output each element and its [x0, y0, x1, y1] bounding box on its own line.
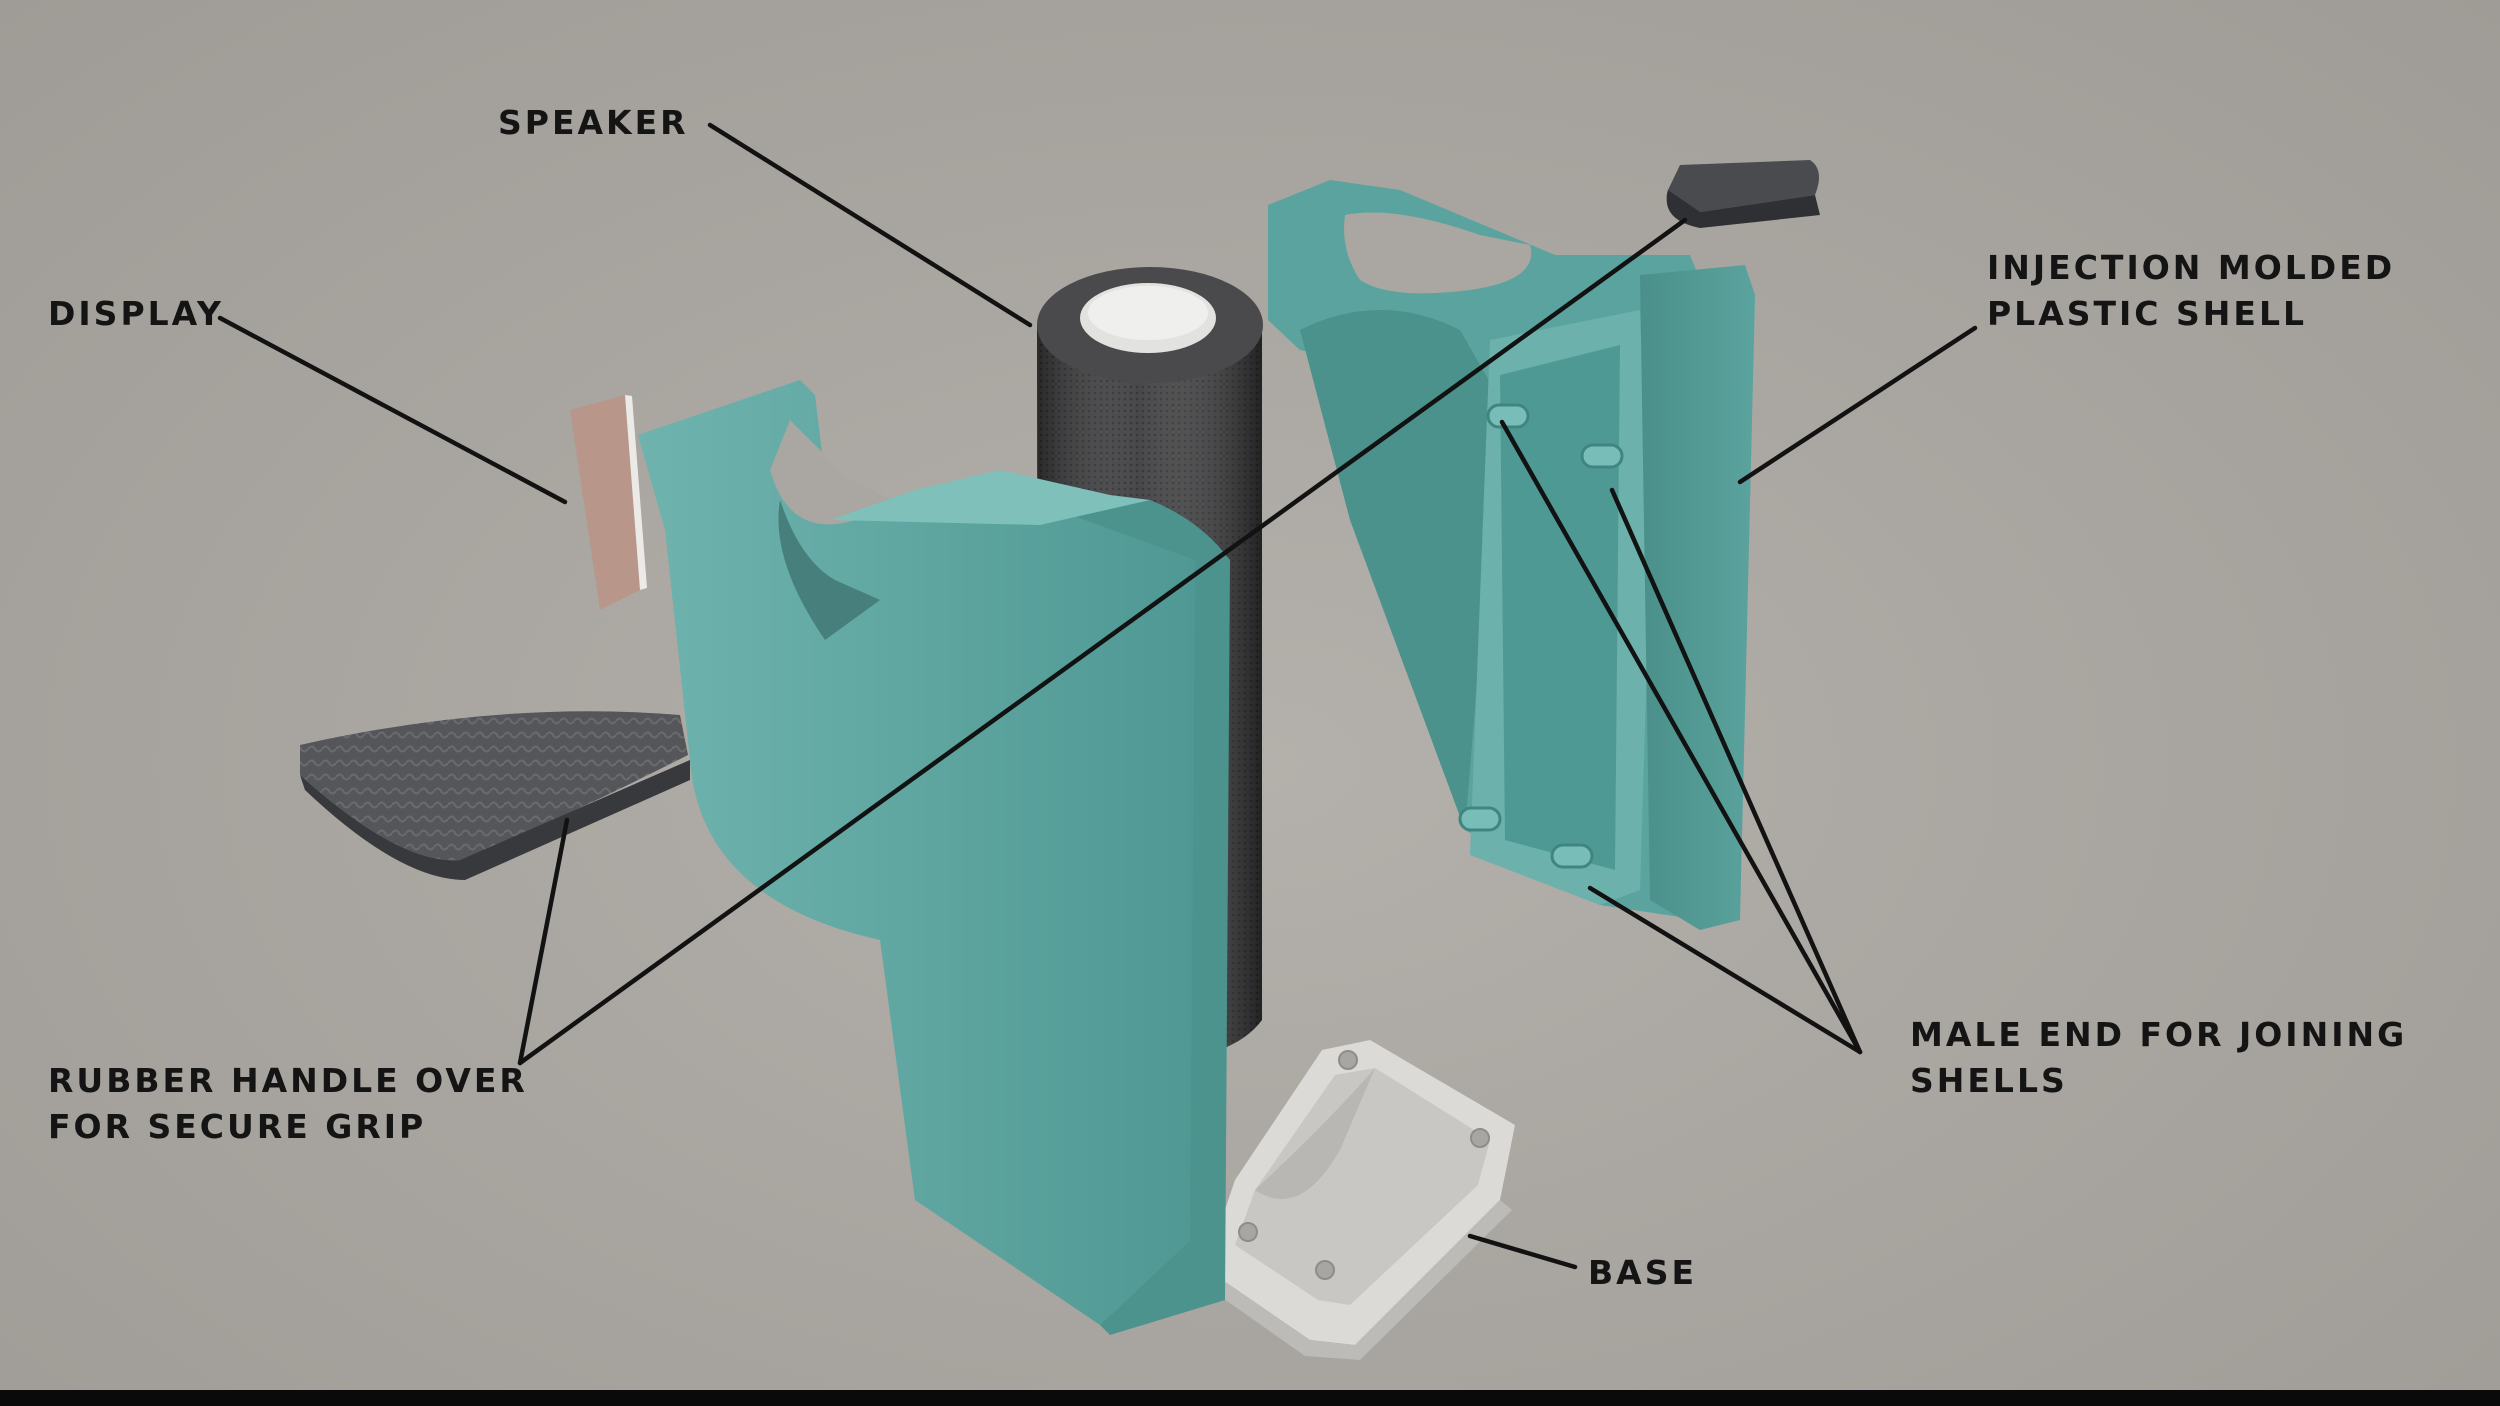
- label-speaker-text: SPEAKER: [498, 103, 689, 142]
- male-end-pins: [1458, 403, 1624, 869]
- back-plastic-shell: [1268, 180, 1755, 930]
- leader-line-display: [217, 315, 568, 505]
- leader-lines: [217, 122, 1978, 1270]
- front-plastic-shell: [638, 380, 1230, 1335]
- bottom-letterbox-bar: [0, 1390, 2500, 1406]
- leader-line-shell: [1737, 325, 1978, 485]
- base-part: [1200, 1040, 1515, 1360]
- screw-hole: [1338, 1050, 1358, 1070]
- label-base-text: BASE: [1588, 1253, 1698, 1292]
- label-display: DISPLAY: [48, 291, 224, 337]
- front-shell-wall: [638, 380, 1200, 1325]
- label-shell: INJECTION MOLDED PLASTIC SHELL: [1987, 245, 2395, 337]
- back-shell-side: [1640, 265, 1755, 930]
- label-shell-line1: INJECTION MOLDED: [1987, 248, 2396, 287]
- leader-line-male-end-1: [1499, 419, 1863, 1055]
- base-inner: [1235, 1068, 1490, 1305]
- back-shell-cutout: [1344, 212, 1532, 294]
- leader-line-male-end-3: [1587, 885, 1863, 1055]
- screw-hole: [1315, 1260, 1335, 1280]
- label-male-end-line2: SHELLS: [1910, 1061, 2068, 1100]
- leader-line-rubber-handle-2: [517, 217, 1688, 1066]
- label-rubber-handle-line1: RUBBER HANDLE OVER: [48, 1061, 528, 1100]
- display-panel: [570, 395, 647, 610]
- back-shell-inner-wall: [1300, 310, 1500, 830]
- label-shell-line2: PLASTIC SHELL: [1987, 294, 2307, 333]
- label-rubber-handle: RUBBER HANDLE OVER FOR SECURE GRIP: [48, 1058, 528, 1150]
- male-end-pin: [1486, 403, 1530, 429]
- label-speaker: SPEAKER: [498, 100, 689, 146]
- rubber-handle-pad: [300, 711, 690, 880]
- male-end-pin: [1580, 443, 1624, 469]
- male-end-pin: [1550, 843, 1594, 869]
- leader-line-rubber-handle-1: [517, 817, 570, 1066]
- male-end-pin: [1458, 806, 1502, 832]
- front-shell-side-face: [1030, 500, 1230, 1335]
- label-male-end-line1: MALE END FOR JOINING: [1910, 1015, 2408, 1054]
- front-shell-cutout: [770, 420, 915, 525]
- screw-hole: [1238, 1222, 1258, 1242]
- base-screw-holes: [1238, 1050, 1490, 1280]
- front-shell-handle-hole: [778, 500, 880, 640]
- label-rubber-handle-line2: FOR SECURE GRIP: [48, 1107, 427, 1146]
- screw-hole: [1470, 1128, 1490, 1148]
- front-shell-top-ridge: [830, 470, 1150, 525]
- leader-line-speaker: [707, 122, 1033, 328]
- back-shell-recess: [1500, 345, 1620, 870]
- label-display-text: DISPLAY: [48, 294, 224, 333]
- label-base: BASE: [1588, 1250, 1697, 1296]
- leader-line-male-end-2: [1609, 487, 1863, 1055]
- label-male-end: MALE END FOR JOINING SHELLS: [1910, 1012, 2407, 1104]
- base-front-wall: [1200, 1200, 1512, 1360]
- rubber-top-pad: [1666, 160, 1820, 228]
- leader-line-base: [1467, 1233, 1578, 1270]
